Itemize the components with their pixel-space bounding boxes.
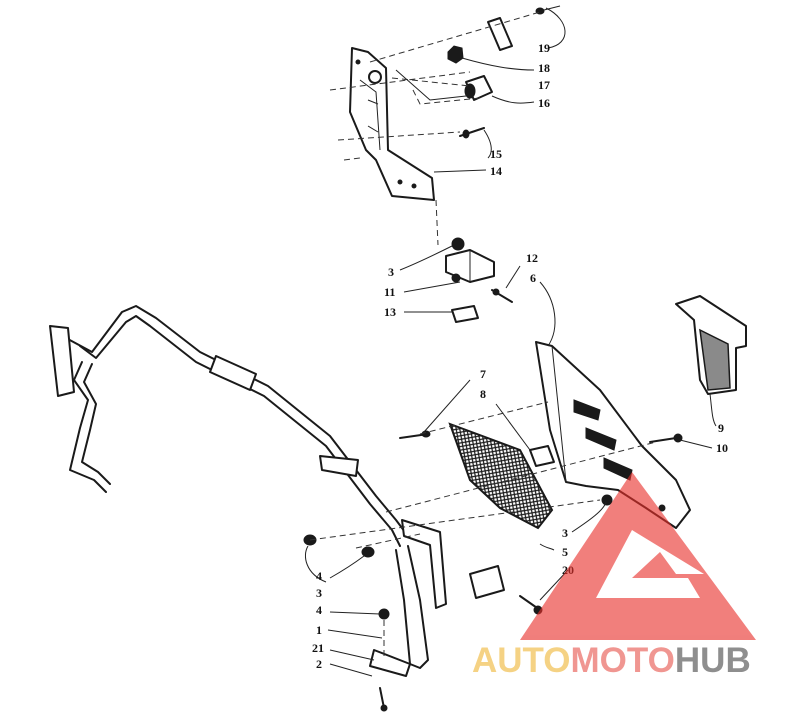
callout-labels: 19 18 17 16 15 14 12 6 3 11 13 7 8 9 10 … <box>312 41 728 671</box>
callout-1: 1 <box>316 623 322 637</box>
svg-text:AUTOMOTOHUB: AUTOMOTOHUB <box>472 641 751 680</box>
callout-12: 12 <box>526 251 538 265</box>
callout-17: 17 <box>538 78 550 92</box>
callout-4-left: 4 <box>316 569 322 583</box>
watermark-moto: MOTO <box>571 641 675 680</box>
callout-10: 10 <box>716 441 728 455</box>
bolt-10 <box>649 433 683 443</box>
watermark-hub: HUB <box>675 641 751 680</box>
screw-15 <box>459 127 485 139</box>
callout-19: 19 <box>538 41 550 55</box>
mesh-screen-5 <box>448 422 554 530</box>
foam-pad-9 <box>675 295 747 395</box>
callout-6: 6 <box>530 271 536 285</box>
callout-15: 15 <box>490 147 502 161</box>
callout-7: 7 <box>480 367 486 381</box>
upper-bracket-plate <box>349 47 435 201</box>
callout-16: 16 <box>538 96 550 110</box>
callout-4-lower: 4 <box>316 603 322 617</box>
mount-bracket-11 <box>445 237 495 283</box>
bushing-16 <box>464 75 493 101</box>
callout-2: 2 <box>316 657 322 671</box>
automotohub-watermark: AUTOMOTOHUB <box>472 472 756 680</box>
callout-8: 8 <box>480 387 486 401</box>
plate-13 <box>451 305 479 323</box>
callout-11: 11 <box>384 285 395 299</box>
callout-21: 21 <box>312 641 324 655</box>
callout-5: 5 <box>562 545 568 559</box>
main-tube-frame <box>49 305 447 677</box>
callout-3-upper: 3 <box>388 265 394 279</box>
pin-12 <box>491 288 513 303</box>
watermark-triangle-logo <box>520 472 756 640</box>
side-panel-6 <box>535 341 691 529</box>
nut-18 <box>447 45 464 64</box>
callout-13: 13 <box>384 305 396 319</box>
callout-9: 9 <box>718 421 724 435</box>
callout-18: 18 <box>538 61 550 75</box>
callout-14: 14 <box>490 164 502 178</box>
callout-3-lower: 3 <box>316 586 322 600</box>
leader-lines <box>304 7 717 677</box>
bracket-8 <box>529 445 555 467</box>
callout-3-mid: 3 <box>562 526 568 540</box>
watermark-auto: AUTO <box>472 641 571 680</box>
bolt-7 <box>399 430 431 439</box>
fastener-19 <box>487 5 561 51</box>
